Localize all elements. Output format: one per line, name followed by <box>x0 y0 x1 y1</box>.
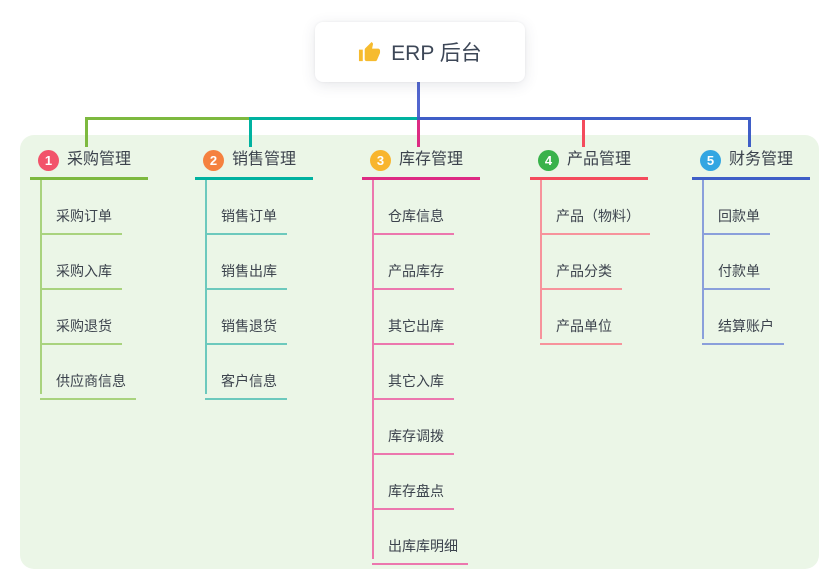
child-row: 其它出库 <box>372 290 480 345</box>
branch-trunk-line <box>372 180 374 559</box>
child-row: 产品（物料） <box>540 180 650 235</box>
child-node[interactable]: 客户信息 <box>205 372 287 400</box>
root-label: ERP 后台 <box>391 42 482 65</box>
child-row: 供应商信息 <box>40 345 148 400</box>
thumbs-up-icon <box>359 41 381 61</box>
branch-5: 5 财务管理回款单付款单结算账户 <box>692 147 810 345</box>
branch-children: 采购订单采购入库采购退货供应商信息 <box>30 180 148 400</box>
root-node[interactable]: ERP 后台 <box>315 22 525 82</box>
child-node[interactable]: 其它出库 <box>372 317 454 345</box>
branch-3: 3 库存管理仓库信息产品库存其它出库其它入库库存调拨库存盘点出库库明细 <box>362 147 480 565</box>
branch-header-5[interactable]: 5 财务管理 <box>692 147 810 180</box>
child-row: 销售退货 <box>205 290 313 345</box>
root-stem-line <box>417 81 420 117</box>
child-row: 销售订单 <box>205 180 313 235</box>
branch-drop-line-5 <box>748 117 751 147</box>
branch-number-badge: 3 <box>370 149 391 171</box>
branch-drop-line-2 <box>249 117 252 147</box>
branch-4: 4 产品管理产品（物料） 产品分类产品单位 <box>530 147 650 345</box>
branch-children: 销售订单销售出库销售退货客户信息 <box>195 180 313 400</box>
child-node[interactable]: 产品单位 <box>540 317 622 345</box>
child-row: 库存盘点 <box>372 455 480 510</box>
child-node[interactable]: 供应商信息 <box>40 372 136 400</box>
child-row: 结算账户 <box>702 290 810 345</box>
child-row: 库存调拨 <box>372 400 480 455</box>
child-row: 产品单位 <box>540 290 650 345</box>
child-row: 客户信息 <box>205 345 313 400</box>
branch-drop-line-1 <box>85 117 88 147</box>
branch-label: 销售管理 <box>232 151 297 168</box>
branch-drop-line-4 <box>582 120 585 147</box>
branch-label: 财务管理 <box>729 151 794 168</box>
child-row: 回款单 <box>702 180 810 235</box>
child-node[interactable]: 采购退货 <box>40 317 122 345</box>
branch-trunk-line <box>702 180 704 339</box>
child-node[interactable]: 库存盘点 <box>372 482 454 510</box>
child-row: 仓库信息 <box>372 180 480 235</box>
branch-trunk-line <box>540 180 542 339</box>
branch-header-1[interactable]: 1 采购管理 <box>30 147 148 180</box>
branch-children: 仓库信息产品库存其它出库其它入库库存调拨库存盘点出库库明细 <box>362 180 480 565</box>
child-node[interactable]: 产品库存 <box>372 262 454 290</box>
child-node[interactable]: 产品（物料） <box>540 207 650 235</box>
branch-number-badge: 1 <box>38 149 59 171</box>
branch-label: 采购管理 <box>67 151 132 168</box>
child-node[interactable]: 销售出库 <box>205 262 287 290</box>
child-row: 产品库存 <box>372 235 480 290</box>
branch-number-badge: 5 <box>700 149 721 171</box>
child-node[interactable]: 回款单 <box>702 207 770 235</box>
bus-segment-green <box>85 117 252 120</box>
child-row: 出库库明细 <box>372 510 480 565</box>
child-node[interactable]: 采购入库 <box>40 262 122 290</box>
child-node[interactable]: 出库库明细 <box>372 537 468 565</box>
branch-1: 1 采购管理采购订单采购入库采购退货供应商信息 <box>30 147 148 400</box>
child-row: 产品分类 <box>540 235 650 290</box>
child-node[interactable]: 销售订单 <box>205 207 287 235</box>
child-row: 付款单 <box>702 235 810 290</box>
child-row: 采购入库 <box>40 235 148 290</box>
child-node[interactable]: 其它入库 <box>372 372 454 400</box>
child-node[interactable]: 销售退货 <box>205 317 287 345</box>
child-row: 销售出库 <box>205 235 313 290</box>
branch-number-badge: 2 <box>203 149 224 171</box>
branch-trunk-line <box>205 180 207 394</box>
branch-children: 回款单付款单结算账户 <box>692 180 810 345</box>
branch-2: 2 销售管理销售订单销售出库销售退货客户信息 <box>195 147 313 400</box>
bus-segment-blue <box>417 117 751 120</box>
branch-label: 产品管理 <box>567 151 632 168</box>
child-node[interactable]: 仓库信息 <box>372 207 454 235</box>
branch-drop-line-3 <box>417 120 420 147</box>
child-node[interactable]: 结算账户 <box>702 317 784 345</box>
child-row: 其它入库 <box>372 345 480 400</box>
branch-children: 产品（物料） 产品分类产品单位 <box>530 180 650 345</box>
child-node[interactable]: 付款单 <box>702 262 770 290</box>
child-node[interactable]: 产品分类 <box>540 262 622 290</box>
branch-header-2[interactable]: 2 销售管理 <box>195 147 313 180</box>
branch-label: 库存管理 <box>399 151 464 168</box>
branch-header-3[interactable]: 3 库存管理 <box>362 147 480 180</box>
child-node[interactable]: 库存调拨 <box>372 427 454 455</box>
branch-trunk-line <box>40 180 42 394</box>
branches-panel <box>20 135 819 569</box>
child-row: 采购订单 <box>40 180 148 235</box>
child-row: 采购退货 <box>40 290 148 345</box>
branch-number-badge: 4 <box>538 149 559 171</box>
child-node[interactable]: 采购订单 <box>40 207 122 235</box>
bus-segment-teal <box>249 117 420 120</box>
branch-header-4[interactable]: 4 产品管理 <box>530 147 648 180</box>
